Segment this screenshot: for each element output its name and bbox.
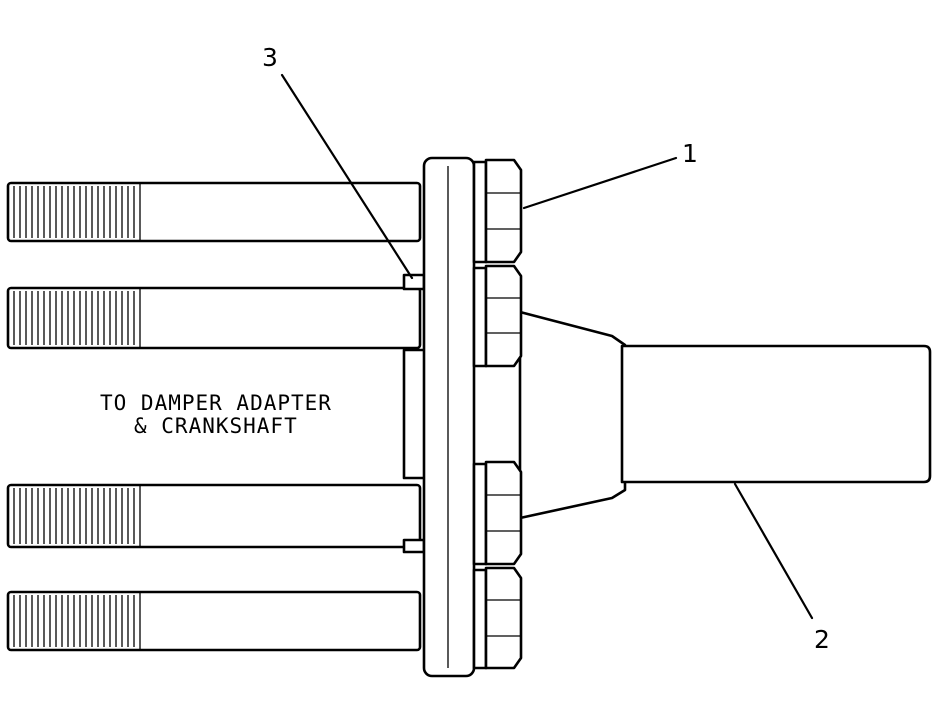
nut-top [472,158,523,264]
washer-item-3 [402,273,426,291]
bolt-bottom [6,590,422,652]
note-line-1: TO DAMPER ADAPTER [100,391,332,415]
nut-lower-mid [472,460,523,566]
bolt-lower-mid [6,483,422,549]
callout-1: 1 [682,139,698,168]
nut-bottom [472,566,523,670]
leader-line-3 [280,73,414,280]
bolt-bottom-threads [13,592,141,650]
bolt-top [6,181,422,243]
leader-line-1 [522,156,678,210]
flange-plate [422,156,476,678]
nut-upper-mid [472,264,523,368]
bolt-upper-mid-threads [13,288,141,348]
callout-2: 2 [814,625,830,654]
washer-lower [402,538,426,554]
callout-3: 3 [262,43,278,72]
bolt-lower-mid-threads [13,485,141,547]
tool-cone [518,310,627,520]
bolt-top-threads [13,183,141,241]
leader-line-2 [733,482,814,620]
note-line-2: & CRANKSHAFT [134,414,298,438]
bolt-upper-mid [6,286,422,350]
tool-handle [620,344,932,484]
